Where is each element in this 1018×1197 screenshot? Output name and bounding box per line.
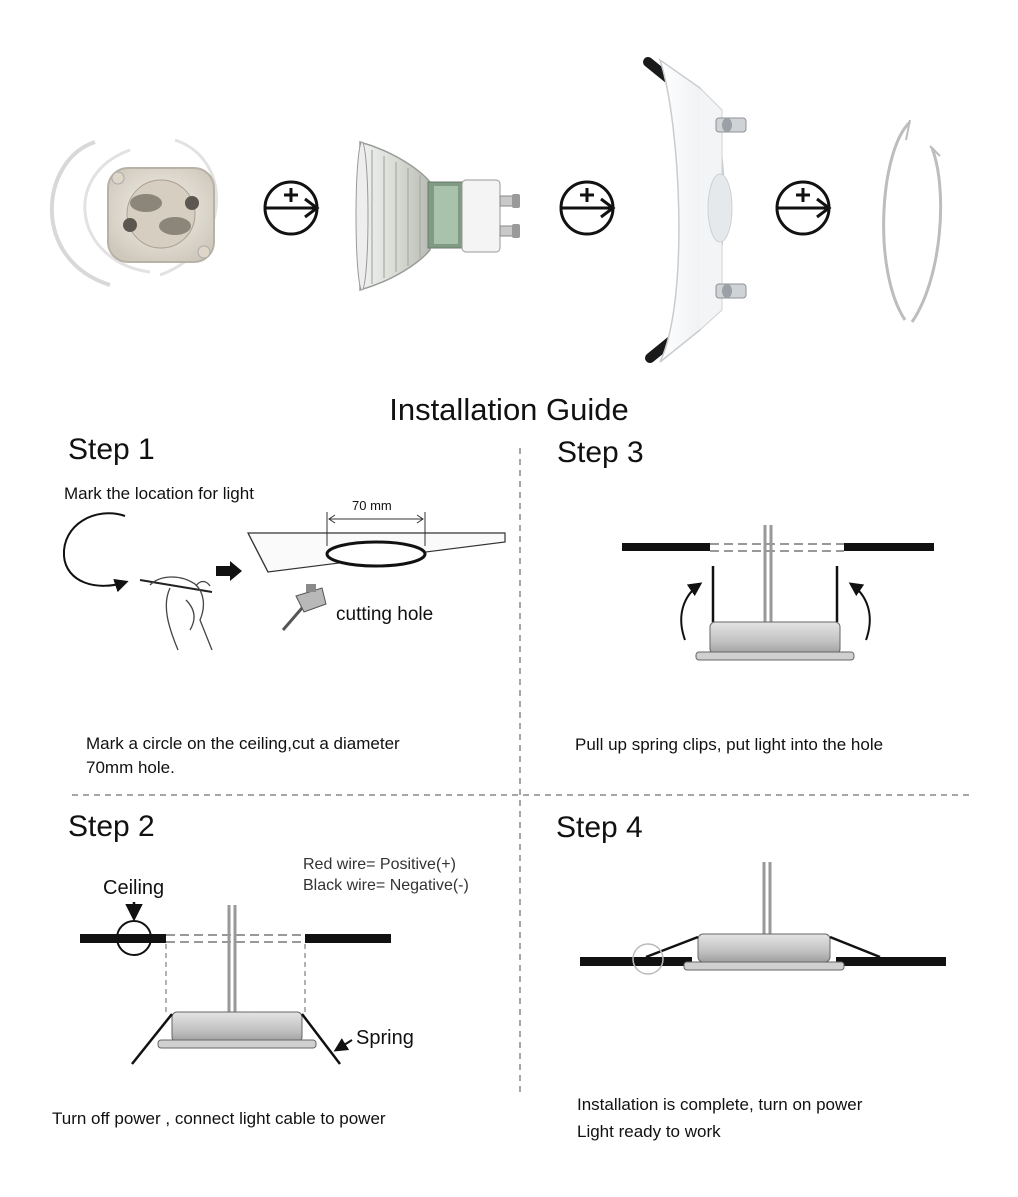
- step4-caption-line1: Installation is complete, turn on power: [577, 1095, 863, 1114]
- direction-arrow-icon: [216, 561, 242, 581]
- hole-saw-icon: [281, 584, 327, 631]
- components-row: [49, 57, 943, 363]
- step1-mark-label: Mark the location for light: [64, 484, 254, 503]
- hand-pencil-icon: [139, 576, 213, 651]
- step1-dimension-label: 70 mm: [352, 498, 392, 513]
- step4-caption-line2: Light ready to work: [577, 1122, 721, 1141]
- step3-heading: Step 3: [557, 436, 644, 469]
- step2-black-wire-label: Black wire= Negative(-): [303, 877, 469, 894]
- step2-heading: Step 2: [68, 810, 155, 843]
- step1-caption-line1: Mark a circle on the ceiling,cut a diame…: [86, 734, 400, 753]
- plus-arrow-icon: [263, 180, 320, 236]
- step4-drawing: [580, 862, 946, 975]
- retaining-ring-image: [882, 119, 943, 323]
- step2-caption: Turn off power , connect light cable to …: [52, 1109, 386, 1128]
- downlight-housing-image: [643, 57, 747, 363]
- page-title: Installation Guide: [389, 392, 629, 427]
- step1-cut-label: cutting hole: [336, 604, 434, 625]
- gu10-socket-image: [49, 138, 218, 287]
- step2-red-wire-label: Red wire= Positive(+): [303, 856, 456, 873]
- step2-ceiling-label: Ceiling: [103, 877, 165, 899]
- step3-caption: Pull up spring clips, put light into the…: [575, 735, 884, 754]
- plus-arrow-icon: [559, 180, 616, 236]
- gu10-bulb-image: [355, 141, 520, 291]
- step2-drawing: [80, 902, 391, 1065]
- step3-drawing: [622, 525, 934, 661]
- step1-caption-line2: 70mm hole.: [86, 758, 175, 777]
- step1-heading: Step 1: [68, 433, 155, 466]
- step2-spring-label: Spring: [356, 1027, 414, 1049]
- step1-drawing: [62, 512, 506, 651]
- plus-arrow-icon: [775, 180, 832, 236]
- step4-heading: Step 4: [556, 811, 643, 844]
